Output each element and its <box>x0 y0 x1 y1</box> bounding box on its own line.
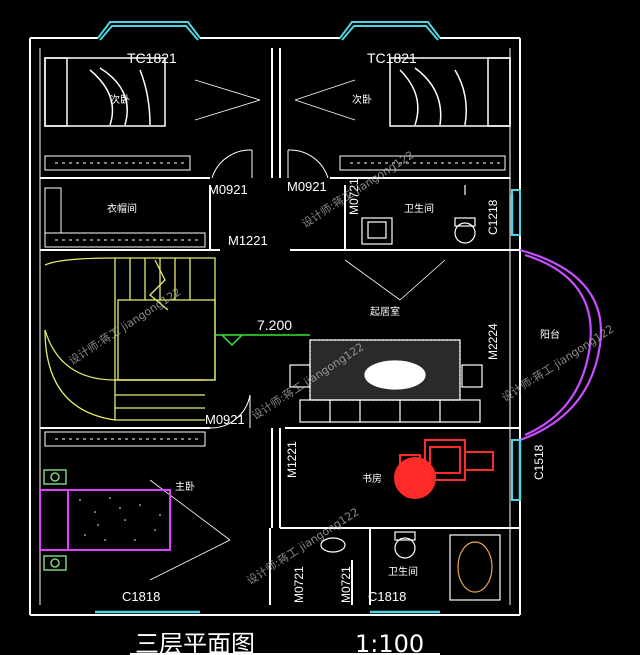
drawing-scale: 1:100 <box>355 630 424 655</box>
room-wc-bottom: 卫生间 <box>388 565 418 578</box>
bedroom-beds <box>44 57 511 127</box>
drawing-title-text: 三层平面图 <box>135 630 255 655</box>
room-living: 起居室 <box>370 305 400 318</box>
plants <box>43 469 67 571</box>
elevation-mark <box>215 334 310 347</box>
door-label-left: M0921 <box>208 182 248 197</box>
master-bed-stars <box>79 497 161 541</box>
drawing-title: 三层平面图 1:100 <box>130 630 440 655</box>
top-bay-windows <box>97 21 441 41</box>
elevation-value: 7.200 <box>257 317 292 333</box>
master-bed <box>39 489 171 551</box>
door-label-study: M1221 <box>285 441 299 478</box>
wc-bottom-fixtures <box>320 531 501 601</box>
study-furniture <box>394 439 494 499</box>
window-label-bed-left: TC1821 <box>127 50 177 66</box>
door-label-wc-bottom-b: M0721 <box>339 566 353 603</box>
door-swings <box>209 149 329 429</box>
living-furniture <box>289 339 483 423</box>
door-label-wc-bottom-a: M0721 <box>292 566 306 603</box>
door-label-master: M0921 <box>205 412 245 427</box>
door-label-right: M0921 <box>287 179 327 194</box>
window-label-bed-right: TC1821 <box>367 50 417 66</box>
watermark: 设计师:蒋工 jiangong122 <box>67 285 184 367</box>
balcony <box>519 248 603 442</box>
labels: TC1821 TC1821 M0921 M0921 M0721 M1221 M2… <box>107 50 560 604</box>
door-label-wc-top: M0721 <box>347 178 361 215</box>
windows <box>95 195 522 614</box>
window-label-study: C1518 <box>532 444 546 480</box>
room-bedroom-right: 次卧 <box>352 93 372 106</box>
wardrobes <box>44 155 506 447</box>
ceiling-lines <box>149 79 446 581</box>
window-label-master: C1818 <box>122 589 160 604</box>
room-balcony: 阳台 <box>540 328 560 341</box>
room-wc-top: 卫生间 <box>404 202 434 215</box>
room-study: 书房 <box>362 472 382 485</box>
window-label-wc-bottom: C1818 <box>368 589 406 604</box>
wc-top-fixtures <box>361 185 476 245</box>
room-bedroom-left: 次卧 <box>110 93 130 106</box>
room-master: 主卧 <box>175 480 195 493</box>
door-label-corridor: M1221 <box>228 233 268 248</box>
walls <box>29 37 521 616</box>
door-label-balcony: M2224 <box>486 323 500 360</box>
room-closet: 衣帽间 <box>107 202 137 215</box>
staircase <box>44 257 216 421</box>
window-label-wc-small: C1218 <box>486 199 500 235</box>
